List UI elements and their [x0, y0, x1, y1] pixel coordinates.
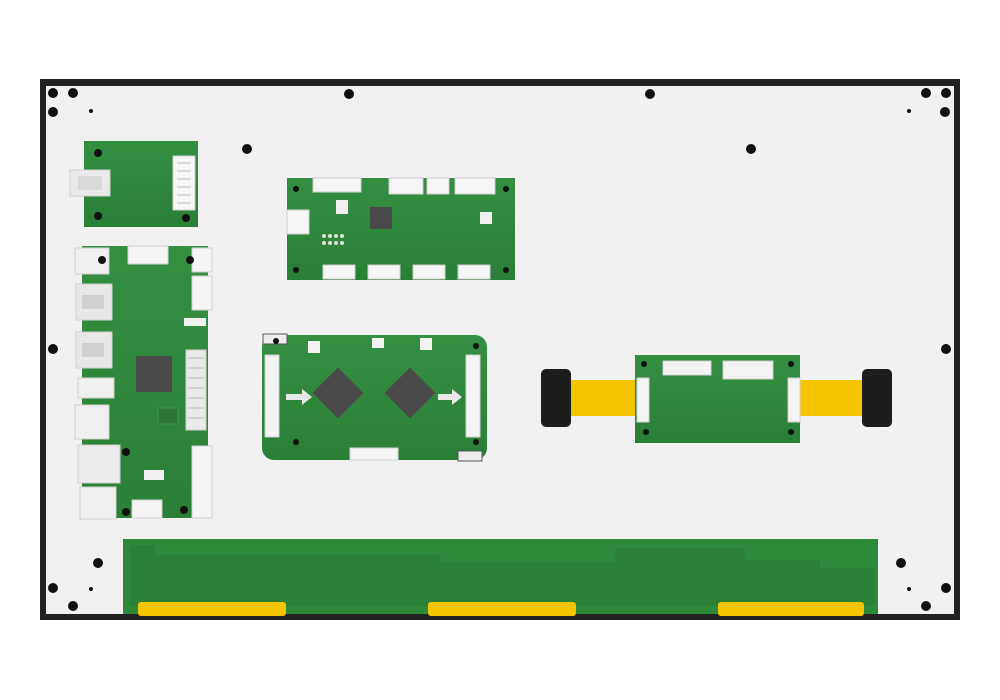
soc-chip: [136, 356, 172, 392]
audio-jack: [77, 377, 115, 399]
side-connector: [286, 209, 310, 235]
driver-board-top: [286, 177, 515, 280]
ethernet-port: [77, 444, 121, 484]
arrow-right: [438, 389, 462, 405]
small-adapter-board: [69, 141, 198, 227]
side-connector-2: [191, 275, 213, 311]
connector-b: [388, 177, 424, 195]
flex-tab-center: [428, 602, 576, 616]
bottom-fpc-connector: [349, 447, 399, 461]
flex-tab-right: [718, 602, 864, 616]
bottom-connector: [131, 499, 163, 519]
top-connector: [127, 245, 169, 265]
timing-controller-board: [262, 333, 487, 462]
flex-clip-left: [541, 369, 571, 427]
main-controller-board: [74, 245, 213, 520]
gpio-header: [185, 349, 207, 431]
connector-c: [426, 177, 450, 195]
connector-d: [454, 177, 496, 195]
usb-port-2: [74, 404, 110, 440]
flex-tab-left: [138, 602, 286, 616]
frame-mounting-holes: [48, 88, 951, 611]
source-driver-board: [123, 539, 878, 616]
fpc-connector-2: [722, 360, 774, 380]
flex-adapter-board: [541, 355, 892, 443]
arrow-left: [286, 389, 312, 405]
right-header: [465, 354, 481, 438]
pin-header: [172, 155, 196, 211]
fpc-connector-1: [662, 360, 712, 376]
usb-port: [74, 247, 110, 275]
flex-clip-right: [862, 369, 892, 427]
flex-cable-right: [795, 380, 875, 416]
controller-chip: [370, 207, 392, 229]
power-jack: [79, 486, 117, 520]
side-connector-3: [191, 445, 213, 519]
side-connector-top: [191, 247, 213, 273]
left-header: [264, 354, 280, 438]
connector-a: [312, 177, 362, 193]
